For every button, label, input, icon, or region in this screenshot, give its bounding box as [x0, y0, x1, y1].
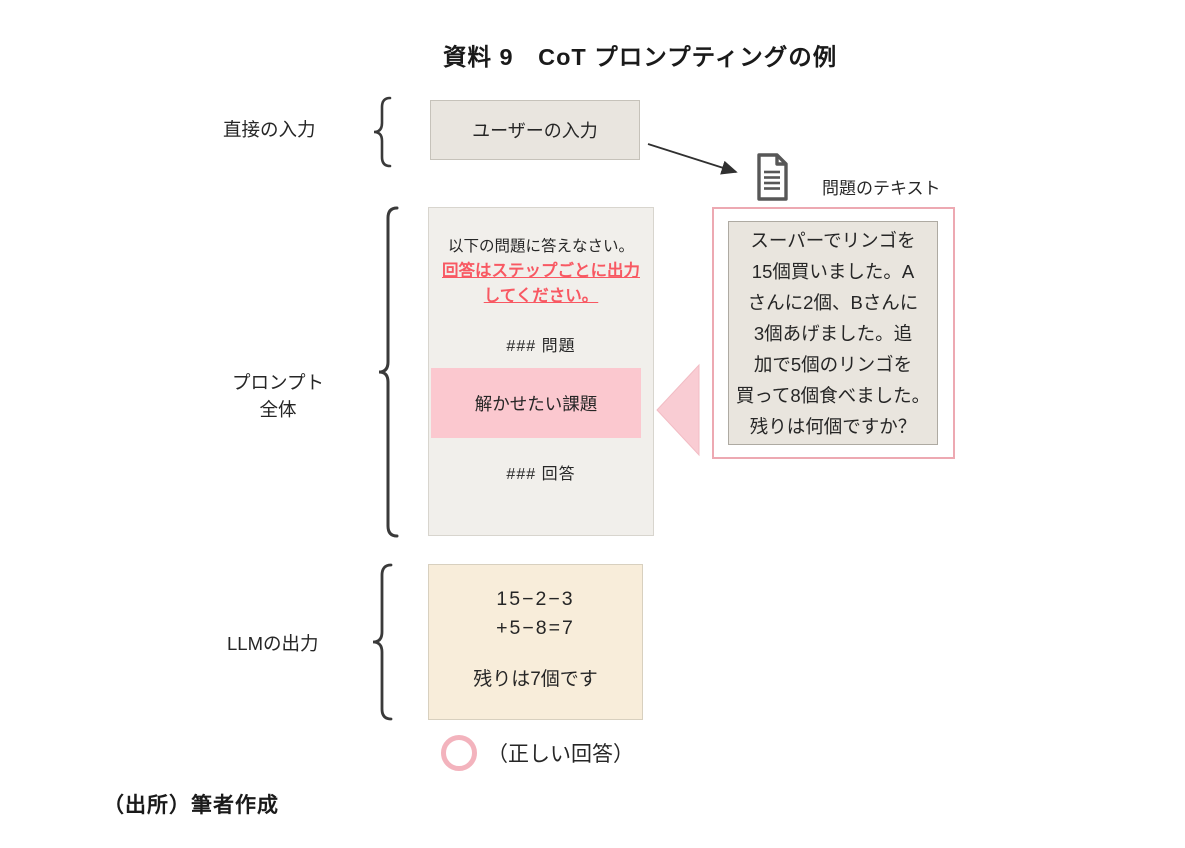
problem-text-label: 問題のテキスト [822, 179, 941, 198]
prompt-box: 以下の問題に答えなさい。 回答はステップごとに出力 してください。 ### 問題… [428, 207, 654, 536]
correct-answer-label: （正しい回答） [487, 743, 634, 766]
direct-input-brace-icon [373, 96, 392, 168]
correct-circle-icon [441, 735, 477, 771]
prompt-problem-header: ### 問題 [506, 338, 576, 355]
prompt-whole-brace-icon [378, 206, 399, 538]
document-icon [757, 153, 788, 201]
problem-text-outer-box: スーパーでリンゴを 15個買いました。A さんに2個、Bさんに 3個あげました。… [712, 207, 955, 459]
output-calculation: 15−2−3 +5−8=7 [496, 588, 575, 639]
triangle-left-pointer-icon [656, 363, 700, 457]
cot-instruction-text: 回答はステップごとに出力 してください。 [442, 262, 640, 305]
task-placeholder-label: 解かせたい課題 [474, 393, 598, 414]
llm-output-box: 15−2−3 +5−8=7 残りは7個です [428, 564, 643, 720]
figure-title: 資料 9 CoT プロンプティングの例 [443, 44, 838, 70]
label-llm-output: LLMの出力 [227, 633, 319, 654]
prompt-answer-header: ### 回答 [506, 466, 576, 483]
label-direct-input: 直接の入力 [223, 119, 316, 140]
label-prompt-whole: プロンプト 全体 [232, 372, 324, 420]
problem-text-body: スーパーでリンゴを 15個買いました。A さんに2個、Bさんに 3個あげました。… [735, 229, 931, 437]
source-note: （出所）筆者作成 [103, 794, 279, 817]
task-placeholder-box: 解かせたい課題 [431, 368, 641, 438]
llm-output-brace-icon [372, 563, 393, 721]
problem-text-box: スーパーでリンゴを 15個買いました。A さんに2個、Bさんに 3個あげました。… [728, 221, 938, 445]
user-input-label: ユーザーの入力 [472, 121, 598, 141]
prompt-instruction: 以下の問題に答えなさい。 [447, 238, 634, 255]
output-answer: 残りは7個です [473, 669, 598, 690]
user-input-box: ユーザーの入力 [430, 100, 640, 160]
arrow-right-down-icon [647, 143, 738, 175]
